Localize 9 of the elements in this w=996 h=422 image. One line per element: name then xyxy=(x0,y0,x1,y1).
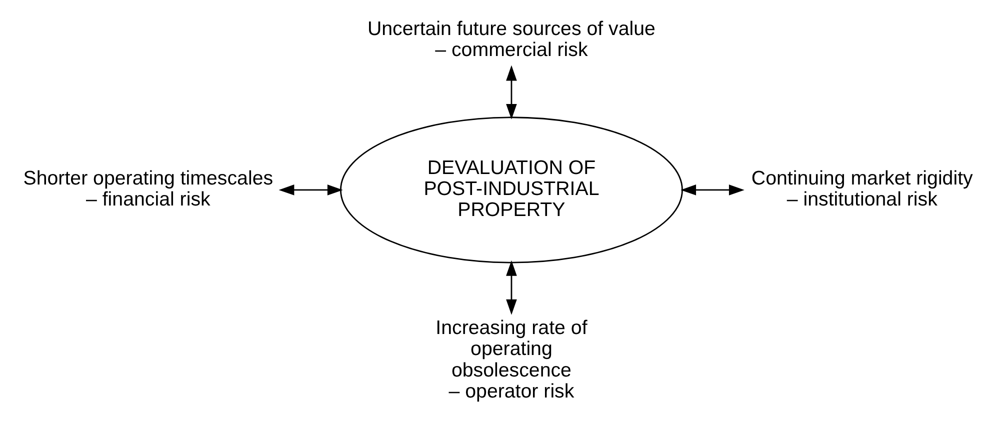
node-text: Shorter operating timescales – financial risk xyxy=(22,168,273,211)
arrow xyxy=(506,260,516,315)
arrow xyxy=(278,184,342,196)
arrow xyxy=(506,65,516,120)
node-text: Increasing rate of operating obsolescence – operator risk xyxy=(435,317,587,402)
arrow xyxy=(680,184,744,196)
node-ellipse: DEVALUATION OF POST-INDUSTRIAL PROPERTY xyxy=(340,116,682,264)
node-text: Continuing market rigidity – institutional risk xyxy=(750,168,972,211)
node-text: Uncertain future sources of value – commercial risk xyxy=(366,18,655,62)
